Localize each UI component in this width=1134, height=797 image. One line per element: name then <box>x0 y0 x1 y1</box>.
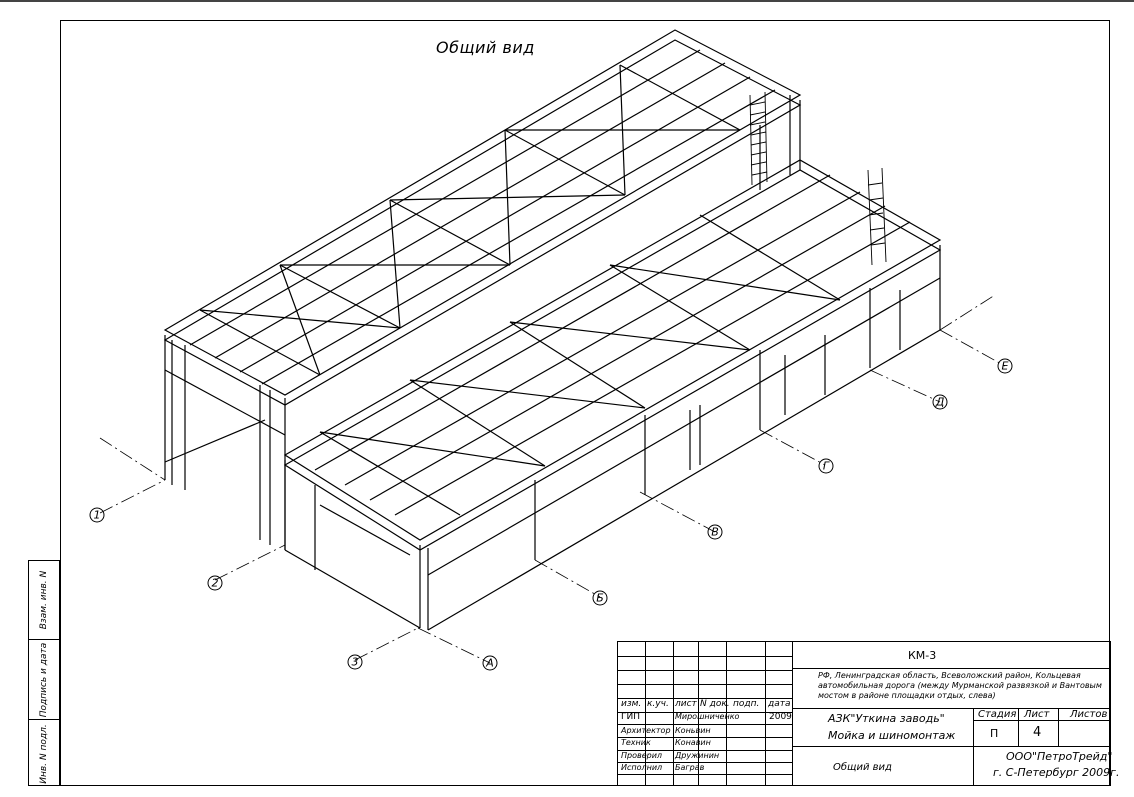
title-block: изм. к.уч. лист N док. подп. дата ГИП Ми… <box>617 641 1119 786</box>
tb-name-4: Баграв <box>675 763 705 772</box>
axis-label-1: 1 <box>94 509 101 522</box>
tb-object-title: АЗК"Уткина заводь" <box>828 712 945 725</box>
tb-role-4: Исполнил <box>621 763 663 772</box>
side-sign-date: Подпись и дата <box>39 642 49 717</box>
low-block-columns <box>284 245 941 631</box>
tb-header-3: N док. <box>700 699 730 709</box>
tb-header-4: подп. <box>733 699 760 709</box>
tb-sheet-label: Лист <box>1024 709 1050 720</box>
axis-label-B: Б <box>596 592 604 605</box>
top-border-line <box>0 0 1134 2</box>
tb-object-sub: Мойка и шиномонтаж <box>828 729 956 742</box>
axis-label-D: Д <box>935 396 945 409</box>
side-inv-replace: Взам. инв. N <box>39 570 49 630</box>
view-title: Общий вид <box>436 38 535 57</box>
side-cell-sign-date: Подпись и дата <box>29 639 59 719</box>
tb-city-year: г. С-Петербург 2009г. <box>993 766 1120 779</box>
tb-address: РФ, Ленинградская область, Всеволожский … <box>818 671 1102 700</box>
tb-role-1: Архитектор <box>621 726 671 735</box>
axis-label-G: Г <box>823 460 830 473</box>
tb-role-2: Техник <box>621 738 651 747</box>
tb-stage: П <box>990 727 999 740</box>
tb-name-2: Конавин <box>675 738 711 747</box>
tb-stage-label: Стадия <box>978 709 1017 720</box>
axis-label-E: Е <box>1002 360 1009 373</box>
tb-name-0: Мирошниченко <box>675 712 740 721</box>
ladder-1 <box>749 91 768 186</box>
tb-code: КМ-3 <box>908 649 937 662</box>
tb-drawing-name: Общий вид <box>833 762 892 773</box>
tb-header-2: лист <box>675 699 697 709</box>
side-stamp: Взам. инв. N Подпись и дата Инв. N подл. <box>28 560 60 786</box>
side-cell-inv-replace: Взам. инв. N <box>29 561 59 639</box>
grid-axis-lines <box>99 294 1006 664</box>
axis-label-2: 2 <box>212 577 219 590</box>
tb-role-0: ГИП <box>621 712 640 722</box>
axis-label-A: А <box>485 657 494 670</box>
axis-bubbles <box>89 358 1013 671</box>
tb-date-0: 2009 <box>769 712 792 722</box>
tb-header-5: дата <box>768 699 791 709</box>
tb-role-3: Проверил <box>621 751 663 760</box>
side-inv-sub: Инв. N подл. <box>39 723 49 784</box>
tb-header-0: изм. <box>621 699 642 709</box>
tb-name-3: Дружинин <box>675 751 720 760</box>
ladder-2 <box>867 167 887 266</box>
tb-sheet: 4 <box>1033 725 1042 740</box>
tall-block-columns <box>164 95 801 550</box>
tb-header-1: к.уч. <box>647 699 669 709</box>
tb-company: ООО"ПетроТрейд" <box>1006 750 1113 763</box>
axis-label-V: В <box>711 526 719 539</box>
low-block-roof <box>283 159 942 551</box>
tb-sheets-label: Листов <box>1070 709 1108 720</box>
axis-label-3: 3 <box>352 656 359 669</box>
drawing-frame <box>60 20 1110 786</box>
tb-name-1: Коньвин <box>675 726 711 735</box>
side-cell-inv-sub: Инв. N подл. <box>29 719 59 787</box>
